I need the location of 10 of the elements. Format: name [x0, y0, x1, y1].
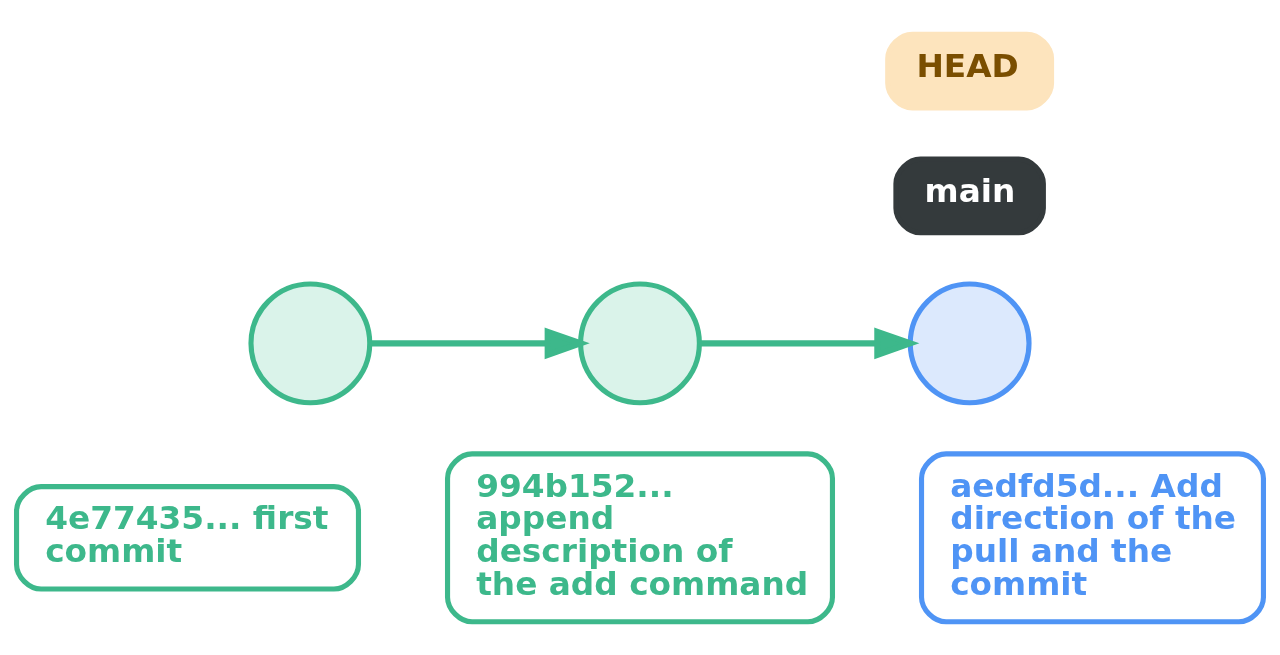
node-box: HEAD	[885, 31, 1055, 110]
node-circle	[578, 280, 702, 405]
node-box: 994b152... append description of the add command	[445, 450, 835, 624]
node-box: aedfd5d... Add direction of the pull and the commit	[918, 450, 1266, 624]
node-circle	[248, 280, 373, 405]
node-circle	[907, 280, 1032, 405]
arrow	[370, 327, 590, 359]
node-box: main	[893, 156, 1046, 235]
node-box: 4e77435... first commit	[14, 483, 362, 592]
arrow	[699, 327, 920, 359]
